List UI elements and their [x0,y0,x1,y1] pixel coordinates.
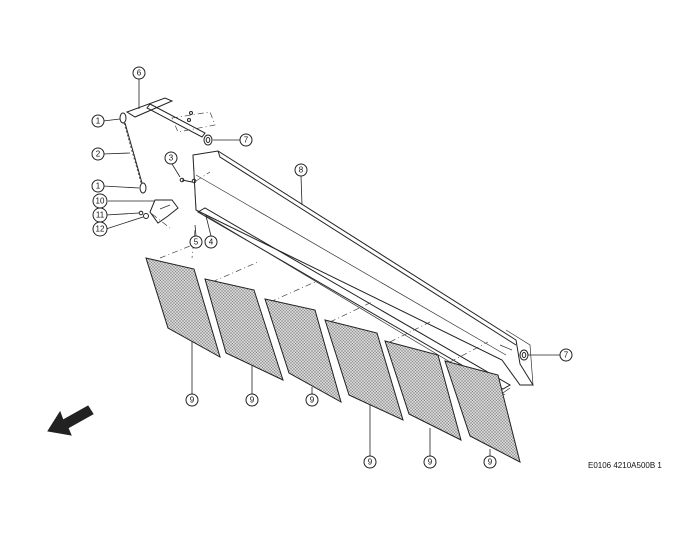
svg-text:11: 11 [96,211,105,220]
callout-6: 6 [132,66,146,80]
bracket [138,199,179,229]
callout-1-lower: 1 [91,179,105,193]
svg-text:1: 1 [96,117,101,126]
callout-9-d: 9 [363,455,377,469]
callout-5: 5 [189,235,203,249]
svg-text:9: 9 [190,396,195,405]
callout-2: 2 [91,147,105,161]
callout-9-e: 9 [423,455,437,469]
cover-sheet [192,150,534,386]
leader-lines [102,79,560,456]
svg-text:1: 1 [96,182,101,191]
svg-text:10: 10 [96,197,105,206]
callout-4: 4 [204,235,218,249]
svg-text:9: 9 [488,458,493,467]
svg-text:5: 5 [194,238,199,247]
callout-8: 8 [294,163,308,177]
callout-7-top: 7 [239,133,253,147]
svg-text:9: 9 [428,458,433,467]
svg-text:9: 9 [250,396,255,405]
callout-10: 10 [92,193,108,209]
chain-assembly [119,112,147,194]
svg-text:8: 8 [299,166,304,175]
drawing-reference: E0106 4210A500B 1 [588,461,662,470]
screw [179,171,211,184]
svg-text:6: 6 [137,69,142,78]
washer-top [203,134,213,146]
svg-text:3: 3 [169,154,174,163]
svg-text:7: 7 [244,136,249,145]
callout-7-right: 7 [559,348,573,362]
callout-9-a: 9 [185,393,199,407]
svg-text:2: 2 [96,150,101,159]
travel-direction-arrow-icon [47,405,94,436]
callout-9-c: 9 [305,393,319,407]
svg-text:4: 4 [209,238,214,247]
svg-text:7: 7 [564,351,569,360]
washer-right [519,349,529,361]
callout-3: 3 [164,151,178,165]
svg-text:9: 9 [368,458,373,467]
callout-11: 11 [92,207,108,223]
svg-text:12: 12 [96,225,105,234]
callout-9-f: 9 [483,455,497,469]
svg-text:9: 9 [310,396,315,405]
pivot-shaft [125,97,216,138]
callout-9-b: 9 [245,393,259,407]
callout-1-upper: 1 [91,114,105,128]
screen-plates [145,257,521,463]
callout-12: 12 [92,221,108,237]
